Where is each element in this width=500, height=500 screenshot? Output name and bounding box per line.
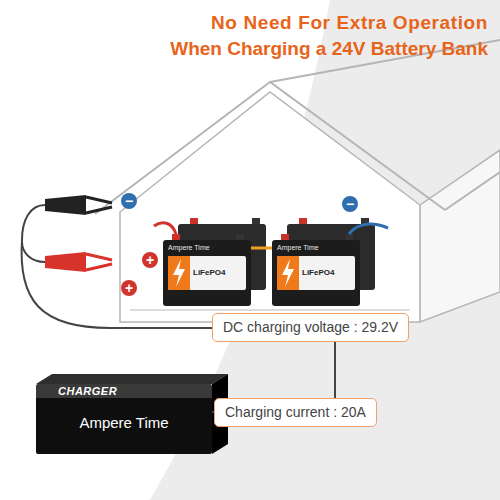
polarity-sign: + <box>142 252 158 268</box>
positive-wire <box>154 223 176 234</box>
charger-model: CHARGER <box>58 385 117 397</box>
floor-line <box>130 309 410 311</box>
battery-brand: Ampere Time <box>272 240 360 252</box>
battery-terminal <box>299 218 307 224</box>
battery-terminal <box>190 218 198 224</box>
clamp-wire <box>22 242 45 262</box>
black-clamp <box>45 195 86 215</box>
lightning-bolt <box>173 259 185 287</box>
battery-chemistry: LiFePO4 <box>193 268 225 278</box>
battery-chemistry: LiFePO4 <box>302 268 334 278</box>
chart-title: No Need For Extra Operation When Chargin… <box>162 10 488 61</box>
negative-wire <box>349 224 388 234</box>
label-band <box>277 256 299 290</box>
clamp-wire <box>22 205 45 240</box>
charger-top <box>36 374 228 384</box>
lightning-icon <box>168 256 190 290</box>
polarity-sign: − <box>121 193 137 209</box>
battery-terminal <box>252 218 260 224</box>
red-clamp <box>45 252 86 272</box>
charger-box: CHARGER Ampere Time <box>36 384 212 454</box>
callout-box: DC charging voltage : 29.2V <box>212 313 409 342</box>
callout-text: DC charging voltage : 29.2V <box>223 319 398 336</box>
battery-label-panel: LiFePO4 <box>277 256 355 290</box>
label-band <box>168 256 190 290</box>
callout-box: Charging current : 20A <box>214 398 377 427</box>
clamp-jaw <box>86 264 112 270</box>
clamp-jaw <box>86 197 112 203</box>
battery-brand: Ampere Time <box>163 240 251 252</box>
callout-text: Charging current : 20A <box>225 404 366 421</box>
house-front-wall <box>120 92 420 322</box>
battery-box: Ampere TimeLiFePO4 <box>272 240 360 306</box>
lightning-icon <box>277 256 299 290</box>
charger-brand: Ampere Time <box>36 414 212 432</box>
clamp-jaw <box>86 207 112 213</box>
clamp-jaw <box>86 254 112 260</box>
battery-label-panel: LiFePO4 <box>168 256 246 290</box>
house-side-wall <box>420 150 500 322</box>
polarity-sign: − <box>342 196 358 212</box>
roof-edge <box>445 172 500 210</box>
series-jumper <box>251 247 272 250</box>
battery-box: Ampere TimeLiFePO4 <box>163 240 251 306</box>
house-roof <box>95 82 445 214</box>
lightning-bolt <box>282 259 294 287</box>
polarity-sign: + <box>121 280 137 296</box>
